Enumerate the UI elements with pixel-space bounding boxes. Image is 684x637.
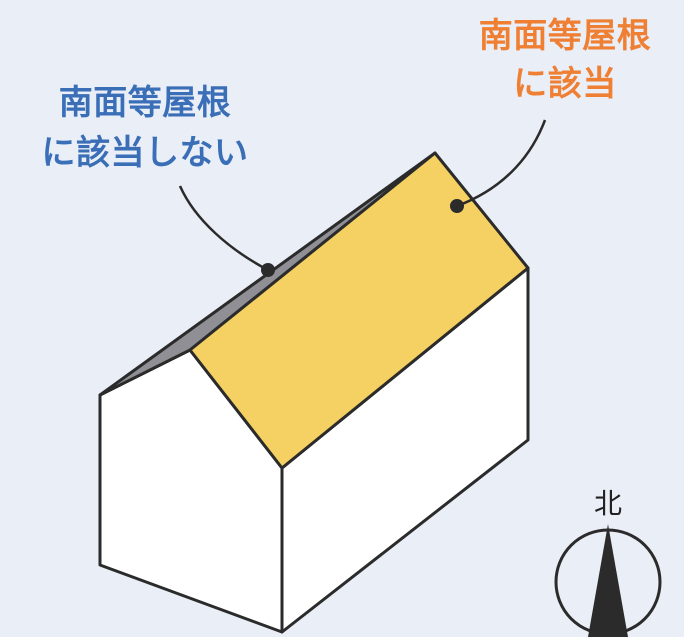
leader-line-south [456, 119, 547, 208]
label-not-south-line2: に該当しない [41, 133, 249, 173]
leader-dot-south [450, 199, 464, 213]
label-not-south-roof: 南面等屋根 に該当しない [10, 78, 280, 178]
label-not-south-line1: 南面等屋根 [58, 83, 232, 123]
label-south-line2: に該当 [513, 64, 617, 104]
leader-dot-not-south [261, 263, 275, 277]
compass-north-label: 北 [593, 487, 622, 520]
compass-north-arrow [588, 524, 628, 637]
label-south-roof: 南面等屋根 に該当 [455, 12, 675, 108]
leader-line-not-south [178, 185, 269, 272]
label-south-line1: 南面等屋根 [478, 16, 652, 56]
south-roof-face [188, 151, 530, 470]
